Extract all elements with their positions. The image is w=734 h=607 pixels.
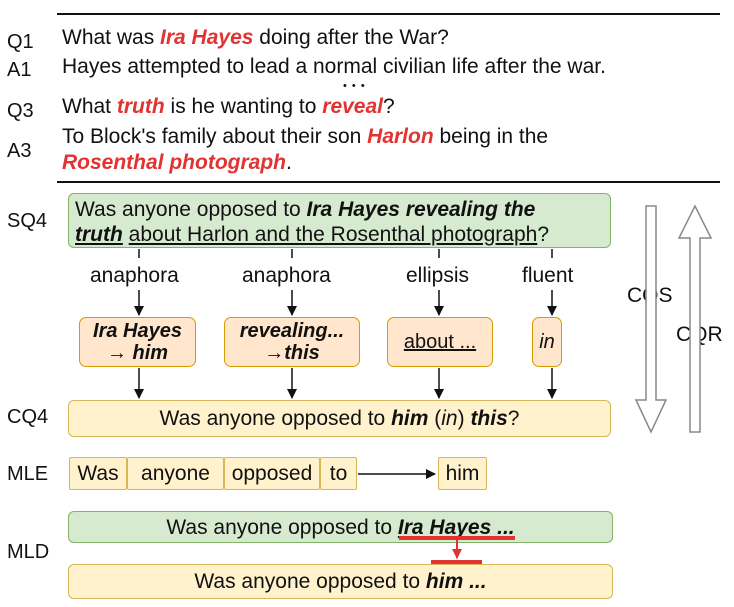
top-rule: [57, 13, 720, 15]
rewrite-box-ira-hayes: Ira Hayes → him: [79, 317, 196, 367]
rewrite-ira-hayes-line2: → him: [106, 342, 169, 364]
mld-top-box: Was anyone opposed to Ira Hayes ...: [68, 511, 613, 543]
rewrite-box-about: about ...: [387, 317, 493, 367]
a3-text-line2: Rosenthal photograph.: [62, 151, 292, 174]
a1-label: A1: [7, 59, 32, 81]
mle-token-2: opposed: [224, 457, 320, 490]
q1-text: What was Ira Hayes doing after the War?: [62, 26, 449, 49]
rewrite-in-text: in: [539, 331, 555, 353]
mle-token-0: Was: [69, 457, 127, 490]
sq4-line1: Was anyone opposed to Ira Hayes revealin…: [75, 198, 536, 221]
rewrite-about-text: about ...: [403, 331, 477, 353]
mld-bottom-text: Was anyone opposed to him ...: [194, 570, 487, 593]
mle-target-text: him: [445, 462, 480, 485]
mle-token-1: anyone: [127, 457, 224, 490]
mld-top-text: Was anyone opposed to Ira Hayes ...: [166, 516, 515, 539]
sq4-line2: truth about Harlon and the Rosenthal pho…: [75, 223, 549, 246]
q1-label: Q1: [7, 31, 34, 53]
a1-text: Hayes attempted to lead a normal civilia…: [62, 55, 606, 78]
a3-text-line1: To Block's family about their son Harlon…: [62, 125, 549, 148]
rewrite-revealing-line2: →this: [264, 342, 320, 364]
cqr-up-arrow: [677, 204, 713, 433]
mld-bottom-box: Was anyone opposed to him ...: [68, 564, 613, 599]
rewrite-revealing-line1: revealing...: [239, 320, 345, 342]
relation-label-1: anaphora: [90, 264, 179, 287]
mle-target-token: him: [438, 457, 487, 490]
mle-token-3-text: to: [329, 462, 348, 485]
cq4-label: CQ4: [7, 406, 49, 428]
rewrite-ira-hayes-line1: Ira Hayes: [93, 320, 182, 342]
mld-label: MLD: [7, 541, 50, 563]
middle-rule: [57, 181, 720, 183]
sq4-label: SQ4: [7, 210, 48, 232]
mle-token-0-text: Was: [77, 462, 119, 485]
sq4-box: [68, 193, 611, 248]
cq4-box: Was anyone opposed to him (in) this?: [68, 400, 611, 437]
relation-label-2: anaphora: [242, 264, 331, 287]
relation-label-4: fluent: [522, 264, 574, 287]
mle-token-3: to: [320, 457, 357, 490]
q3-text: What truth is he wanting to reveal?: [62, 95, 395, 118]
mle-token-2-text: opposed: [231, 462, 313, 485]
mle-label: MLE: [7, 463, 49, 485]
rewrite-box-revealing: revealing... →this: [224, 317, 360, 367]
cqs-down-arrow: [634, 205, 668, 434]
rewrite-box-in: in: [532, 317, 562, 367]
a3-label: A3: [7, 140, 32, 162]
relation-label-3: ellipsis: [406, 264, 470, 287]
ellipsis-dots: • • •: [343, 80, 366, 92]
q3-label: Q3: [7, 100, 34, 122]
mle-token-1-text: anyone: [141, 462, 210, 485]
cq4-text: Was anyone opposed to him (in) this?: [159, 407, 520, 430]
